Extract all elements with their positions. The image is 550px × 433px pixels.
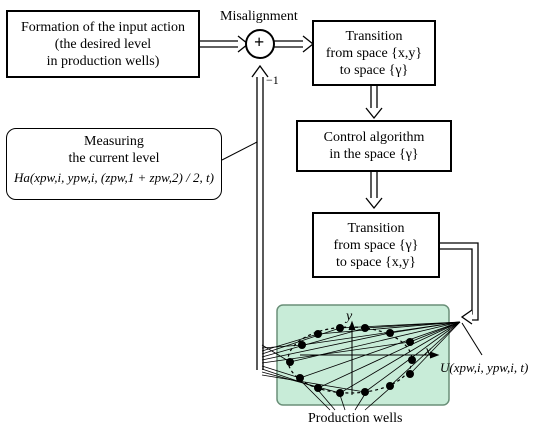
transition1-line-2: from space {x,y}: [325, 45, 423, 61]
feedback-sign: −1: [266, 73, 279, 87]
transition2-line-2: from space {γ}: [333, 237, 419, 253]
transition-xy-to-gamma-box: Transition from space {x,y} to space {γ}: [312, 20, 436, 86]
axis-y-label: y: [346, 309, 353, 324]
sum-plus: +: [254, 32, 265, 52]
transition1-line-1: Transition: [345, 28, 403, 44]
wells-pointers: [299, 379, 391, 411]
control-line-2: in the space {γ}: [329, 147, 419, 162]
control-lines: [261, 321, 461, 394]
arrow-sum-to-transition: [274, 35, 315, 53]
arrow-control-to-transition: [365, 172, 383, 210]
formation-line-3: in production wells): [46, 53, 160, 69]
arrow-transition-to-control: [365, 85, 383, 120]
transition2-line-1: Transition: [347, 220, 405, 236]
arrow-feedback-to-sum: [251, 64, 269, 370]
transition2-line-3: to space {x,y}: [336, 254, 416, 270]
measuring-line-1: Measuring: [84, 134, 144, 149]
misalignment-label: Misalignment: [220, 9, 298, 24]
control-algorithm-box: Control algorithm in the space {γ}: [296, 120, 452, 172]
control-line-1: Control algorithm: [323, 130, 425, 145]
arrow-formation-to-sum: [200, 35, 250, 53]
measuring-callout: [221, 141, 258, 161]
measuring-formula: Ha(xpw,i, ypw,i, (zpw,1 + zpw,2) / 2, t): [14, 170, 214, 185]
formation-line-2: (the desired level: [54, 36, 152, 52]
arrow-transition-to-field: [440, 242, 479, 325]
control-formula: U(xpw,i, ypw,i, t): [440, 360, 529, 375]
sum-node: [245, 29, 275, 59]
formation-line-1: Formation of the input action: [20, 19, 186, 35]
axis-x-label: x: [425, 344, 432, 359]
control-callout: [461, 322, 483, 356]
measuring-box: Measuring the current level Ha(xpw,i, yp…: [6, 128, 222, 200]
production-wells-label: Production wells: [308, 411, 403, 426]
transition1-line-3: to space {γ}: [339, 62, 409, 78]
measuring-line-2: the current level: [68, 151, 160, 166]
formation-box: Formation of the input action (the desir…: [6, 10, 200, 78]
transition-gamma-to-xy-box: Transition from space {γ} to space {x,y}: [312, 212, 440, 278]
production-wells: [286, 324, 416, 397]
